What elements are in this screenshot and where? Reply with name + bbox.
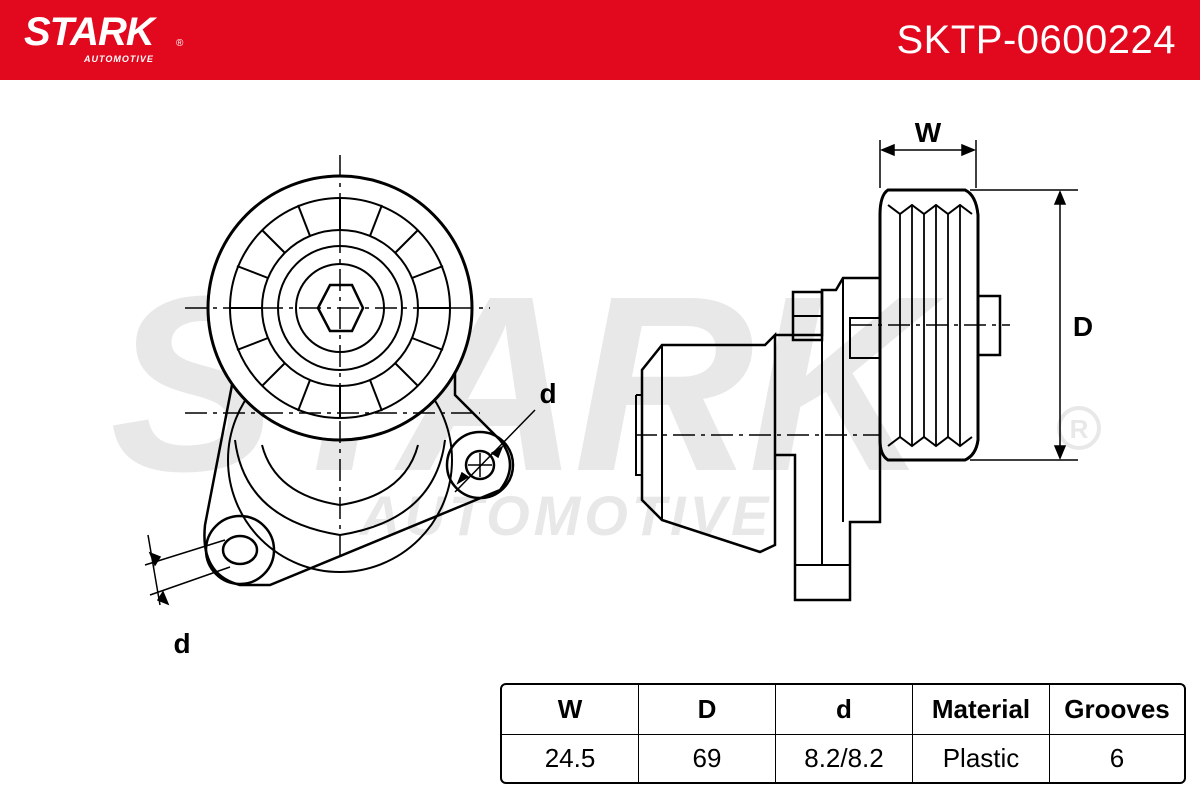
- spec-header-d-outer: D: [639, 685, 776, 735]
- header-bar: STARK ® AUTOMOTIVE SKTP-0600224: [0, 0, 1200, 80]
- spec-table: W D d Material Grooves 24.5 69 8.2/8.2 P…: [500, 683, 1186, 784]
- mounting-hole-inner-right: [464, 449, 496, 481]
- pulley-grooved-face: [878, 188, 980, 462]
- label-d-bottom: d: [173, 628, 190, 659]
- spec-value-grooves: 6: [1109, 743, 1125, 773]
- spec-header-w: W: [502, 685, 639, 735]
- pulley-axle-nut: [978, 294, 1002, 357]
- label-d-top: d: [539, 378, 556, 409]
- technical-drawing: STARK AUTOMOTIVE R: [110, 117, 1101, 659]
- spec-value-d-hole: 8.2/8.2: [776, 735, 913, 782]
- watermark-reg-letter: R: [1070, 414, 1089, 444]
- spec-value-w: 24.5: [502, 735, 639, 782]
- mounting-hole-inner-left: [221, 534, 259, 566]
- mounting-hole-outer-left: [204, 514, 276, 586]
- front-centerlines: [185, 155, 490, 555]
- brand-registered-mark: ®: [176, 38, 184, 49]
- watermark-subtext: AUTOMOTIVE: [358, 484, 772, 547]
- mounting-hole-outer-right: [445, 430, 515, 500]
- brand-subtitle: AUTOMOTIVE: [84, 54, 154, 64]
- spec-header-grooves: Grooves: [1050, 685, 1184, 735]
- label-W: W: [915, 117, 942, 148]
- pulley-grooves-top: [887, 203, 973, 216]
- front-view: [144, 155, 536, 606]
- tensioner-housing: [640, 331, 777, 554]
- spec-header-d-hole: d: [776, 685, 913, 735]
- dimension-D: [970, 189, 1078, 461]
- side-centerlines: [635, 324, 1010, 436]
- label-D: D: [1073, 311, 1093, 342]
- dimension-d-right: [454, 409, 536, 493]
- dimension-W: [879, 140, 977, 188]
- part-number: SKTP-0600224: [896, 18, 1176, 62]
- spec-header-material: Material: [913, 685, 1050, 735]
- spec-value-d-outer: 69: [639, 735, 776, 782]
- mounting-bolt-head: [791, 290, 824, 342]
- watermark-reg-circle: [1057, 406, 1101, 450]
- dimension-d-left: [144, 534, 231, 606]
- pulley-grooves-bottom: [887, 435, 973, 448]
- spec-value-material: Plastic: [913, 735, 1050, 782]
- brand-logo: STARK ® AUTOMOTIVE: [24, 10, 183, 64]
- brand-name: STARK: [24, 10, 155, 54]
- side-view: [635, 140, 1078, 602]
